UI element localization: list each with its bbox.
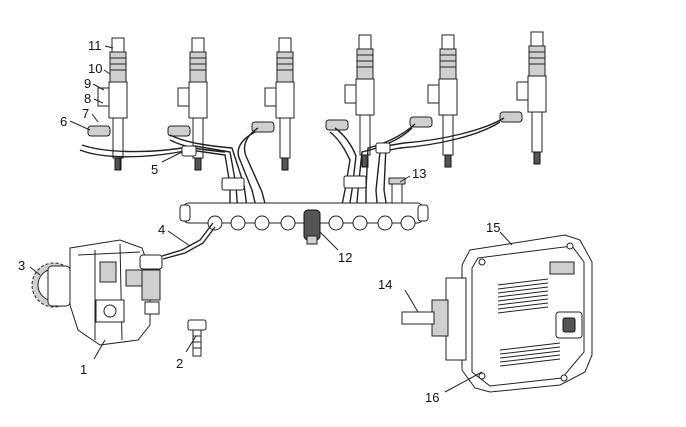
callout-8: 8 xyxy=(84,91,91,106)
callout-9: 9 xyxy=(84,76,91,91)
callout-7: 7 xyxy=(82,106,89,121)
high-pressure-line xyxy=(161,222,216,260)
high-pressure-pump xyxy=(31,239,163,346)
callout-2: 2 xyxy=(176,356,183,371)
callout-14: 14 xyxy=(378,277,392,292)
injector-1 xyxy=(97,37,128,171)
callout-6: 6 xyxy=(60,114,67,129)
callout-11: 11 xyxy=(88,38,102,53)
callout-16: 16 xyxy=(425,390,439,405)
injector-6 xyxy=(516,31,547,165)
callout-labels: 11 10 9 8 7 6 5 4 3 2 1 12 13 14 15 16 xyxy=(18,38,500,405)
injector-5 xyxy=(427,34,458,168)
callout-15: 15 xyxy=(486,220,500,235)
injector-4 xyxy=(344,34,375,168)
callout-5: 5 xyxy=(151,162,158,177)
callout-12: 12 xyxy=(338,250,352,265)
callout-4: 4 xyxy=(158,222,165,237)
leader-lines xyxy=(29,45,513,393)
callout-1: 1 xyxy=(80,362,87,377)
ecu-unit xyxy=(401,234,593,393)
injector-3 xyxy=(264,37,295,171)
callout-10: 10 xyxy=(88,61,102,76)
callout-3: 3 xyxy=(18,258,25,273)
injector-2 xyxy=(177,37,208,171)
injector-feed-lines xyxy=(79,111,523,216)
mounting-bolt xyxy=(187,319,207,357)
common-rail xyxy=(179,177,429,245)
callout-13: 13 xyxy=(412,166,426,181)
